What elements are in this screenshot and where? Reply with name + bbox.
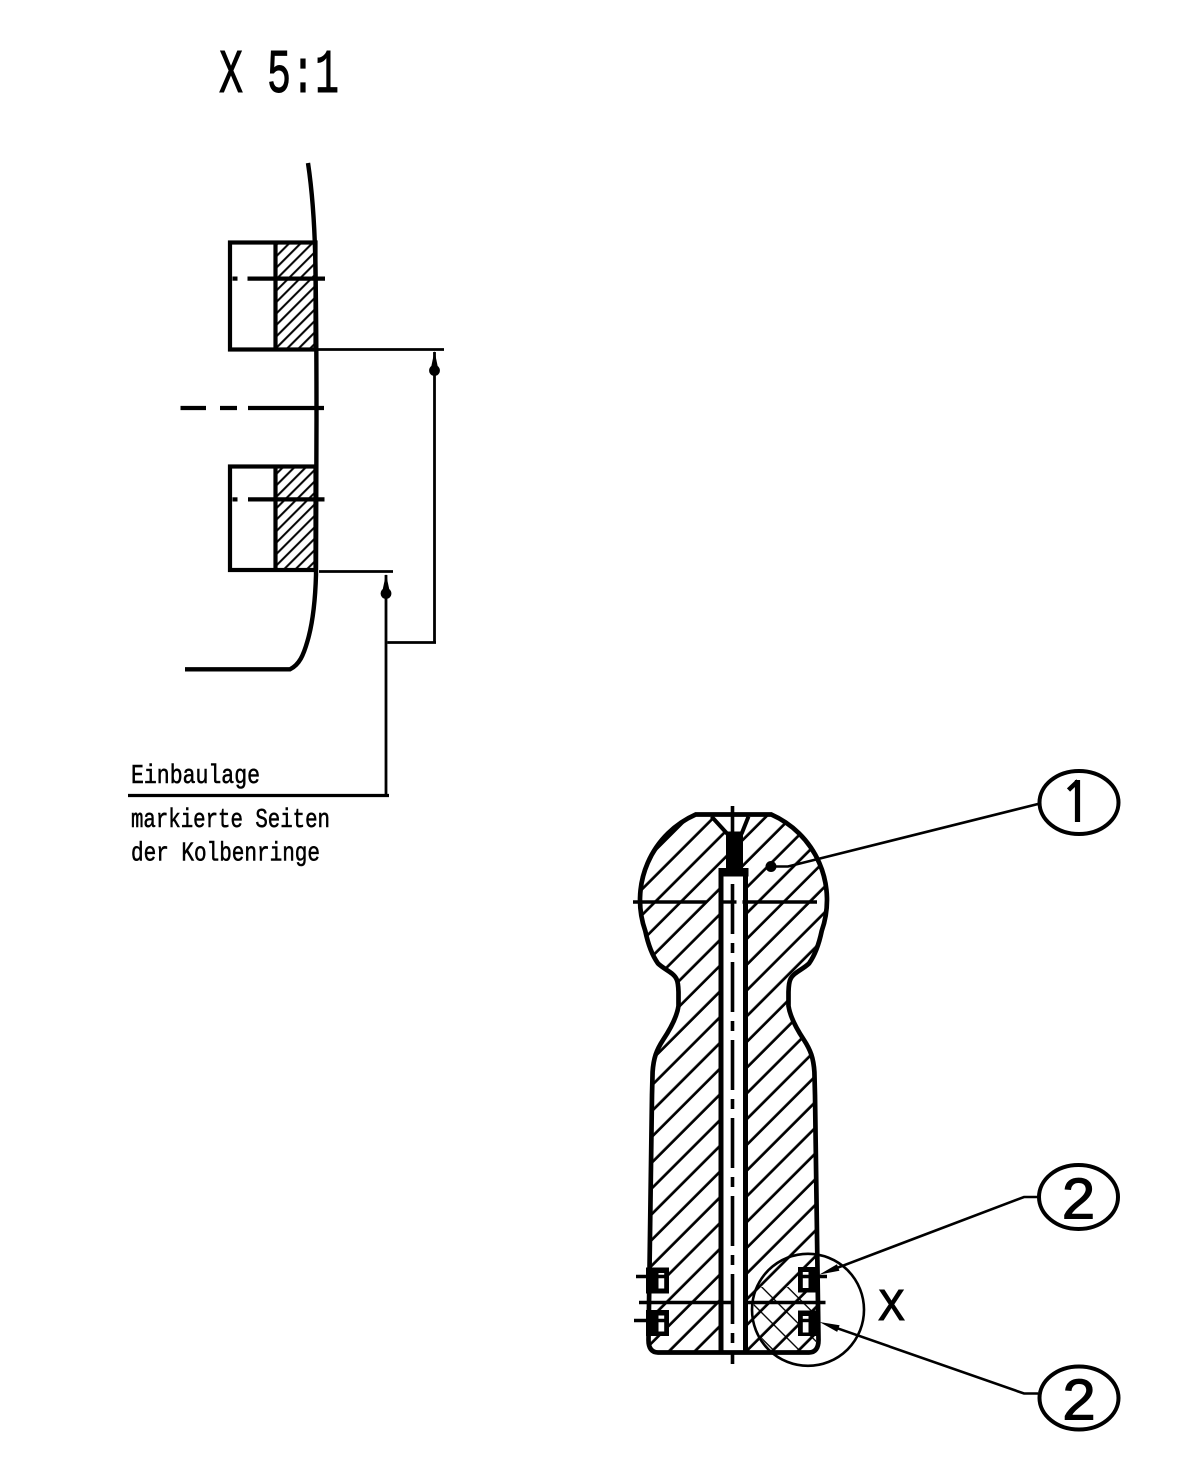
- svg-text:2: 2: [1061, 1371, 1097, 1439]
- svg-text:markierte Seiten: markierte Seiten: [131, 805, 330, 835]
- svg-text:2: 2: [1060, 1170, 1096, 1238]
- svg-text:Einbaulage: Einbaulage: [131, 761, 260, 791]
- svg-text:X: X: [878, 1283, 905, 1334]
- svg-text:der Kolbenringe: der Kolbenringe: [131, 839, 320, 869]
- svg-text:X 5:1: X 5:1: [219, 40, 339, 111]
